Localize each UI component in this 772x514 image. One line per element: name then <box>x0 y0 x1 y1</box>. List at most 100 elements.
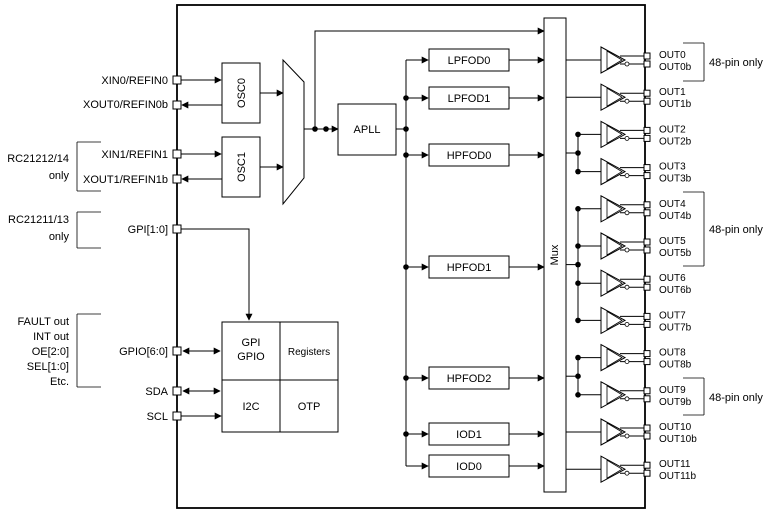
output-label-p: OUT2 <box>659 124 686 135</box>
output-label-p: OUT8 <box>659 348 686 359</box>
output-n-bubble <box>624 359 630 365</box>
wire-ref-bypass <box>314 27 545 129</box>
bracket-48pin-out9 <box>683 377 705 416</box>
note-rc212-line2: only <box>49 170 70 182</box>
output-n-bubble <box>624 173 630 179</box>
output-pin-p <box>643 461 651 469</box>
note-rc211-line1: RC21211/13 <box>8 214 69 226</box>
output-label-p: OUT4 <box>659 199 686 210</box>
input-mux <box>282 58 305 206</box>
output-n-bubble <box>624 396 630 402</box>
bracket-rc211 <box>76 211 101 249</box>
bracket-rc212 <box>76 141 101 192</box>
pin-xout0-label: XOUT0/REFIN0b <box>83 99 168 111</box>
pin-xout0 <box>172 100 182 110</box>
output-pin-p <box>643 89 651 97</box>
pin-gpi-label: GPI[1:0] <box>128 224 168 236</box>
output-label-p: OUT5 <box>659 236 686 247</box>
output-pin-p <box>643 275 651 283</box>
registers-label: Registers <box>288 347 330 358</box>
output-buffer-inner <box>606 422 623 442</box>
output-pin-n <box>643 246 651 254</box>
output-pin-p <box>643 201 651 209</box>
output-label-p: OUT9 <box>659 385 686 396</box>
output-label-n: OUT4b <box>659 211 692 222</box>
output-pin-n <box>643 320 651 328</box>
i2c-block <box>221 379 281 433</box>
output-stage: OUT0OUT0bOUT1OUT1bOUT2OUT2bOUT3OUT3bOUT4… <box>566 46 697 484</box>
divider-label: IOD0 <box>456 461 482 473</box>
note-gpio-sel: SEL[1:0] <box>27 361 69 373</box>
divider-iod1: IOD1 <box>403 422 545 446</box>
output-pin-p <box>643 238 651 246</box>
osc1-block <box>221 136 261 198</box>
output-n-bubble <box>624 98 630 104</box>
output-n-bubble <box>624 470 630 476</box>
output-pin-p <box>643 312 651 320</box>
output-n-bubble <box>624 61 630 67</box>
divider-label: HPFOD0 <box>447 150 492 162</box>
output-label-p: OUT1 <box>659 87 686 98</box>
output-mux-label: Mux <box>549 244 561 265</box>
output-buffer-inner <box>606 236 623 256</box>
osc1-label: OSC1 <box>236 152 248 182</box>
wire-gpi <box>181 228 253 321</box>
output-pin-n <box>643 358 651 366</box>
pin-xin0-label: XIN0/REFIN0 <box>101 75 168 87</box>
output-pin-p <box>643 126 651 134</box>
junction-dot <box>575 373 581 380</box>
pin-scl-label: SCL <box>147 411 168 423</box>
output-label-n: OUT1b <box>659 99 692 110</box>
output-pin-n <box>643 97 651 105</box>
output-label-n: OUT11b <box>659 471 696 482</box>
registers-block <box>279 321 339 381</box>
divider-label: HPFOD1 <box>447 262 492 274</box>
output-label-n: OUT2b <box>659 136 692 147</box>
note-gpio-etc: Etc. <box>50 376 69 388</box>
output-label-n: OUT7b <box>659 322 692 333</box>
osc0-label: OSC0 <box>236 78 248 108</box>
gpi-gpio-block <box>221 321 281 381</box>
output-n-bubble <box>624 284 630 290</box>
output-label-p: OUT6 <box>659 273 686 284</box>
output-buffer-inner <box>606 310 623 331</box>
note-48pin-out0: 48-pin only <box>709 57 763 69</box>
divider-label: IOD1 <box>456 429 482 441</box>
pin-xin0 <box>172 75 182 85</box>
pin-gpi <box>172 224 182 234</box>
note-gpio-fault: FAULT out <box>17 316 69 328</box>
output-buffer-inner <box>606 50 623 70</box>
divider-iod0: IOD0 <box>406 454 545 478</box>
pin-gpio-label: GPIO[6:0] <box>119 346 168 358</box>
output-label-p: OUT7 <box>659 310 686 321</box>
output-buffer-inner <box>606 459 623 479</box>
output-label-n: OUT6b <box>659 285 692 296</box>
apll-block <box>337 103 397 156</box>
apll-label: APLL <box>354 124 381 136</box>
divider-lpfod0: LPFOD0 <box>406 48 545 72</box>
chip-outline <box>176 4 646 509</box>
output-buffer-inner <box>606 199 623 219</box>
divider-lpfod1: LPFOD1 <box>403 86 545 110</box>
pin-xin1 <box>172 149 182 159</box>
note-gpio-oe: OE[2:0] <box>32 346 69 358</box>
output-pin-n <box>643 60 651 68</box>
pin-sda-label: SDA <box>145 386 168 398</box>
divider-label: HPFOD2 <box>447 373 492 385</box>
divider-label: LPFOD0 <box>448 55 491 67</box>
divider-hpfod2: HPFOD2 <box>403 366 545 390</box>
junction-apll-bus <box>403 126 409 132</box>
output-n-bubble <box>624 433 630 439</box>
output-n-bubble <box>624 135 630 141</box>
output-label-n: OUT10b <box>659 434 697 445</box>
output-label-n: OUT5b <box>659 248 692 259</box>
output-buffer-inner <box>606 347 623 368</box>
output-label-p: OUT0 <box>659 50 686 61</box>
output-label-p: OUT10 <box>659 422 692 433</box>
output-buffer-inner <box>606 87 623 107</box>
osc0-block <box>221 62 261 124</box>
output-pin-n <box>643 283 651 291</box>
divider-hpfod0: HPFOD0 <box>403 143 545 167</box>
pin-gpio <box>172 346 182 356</box>
